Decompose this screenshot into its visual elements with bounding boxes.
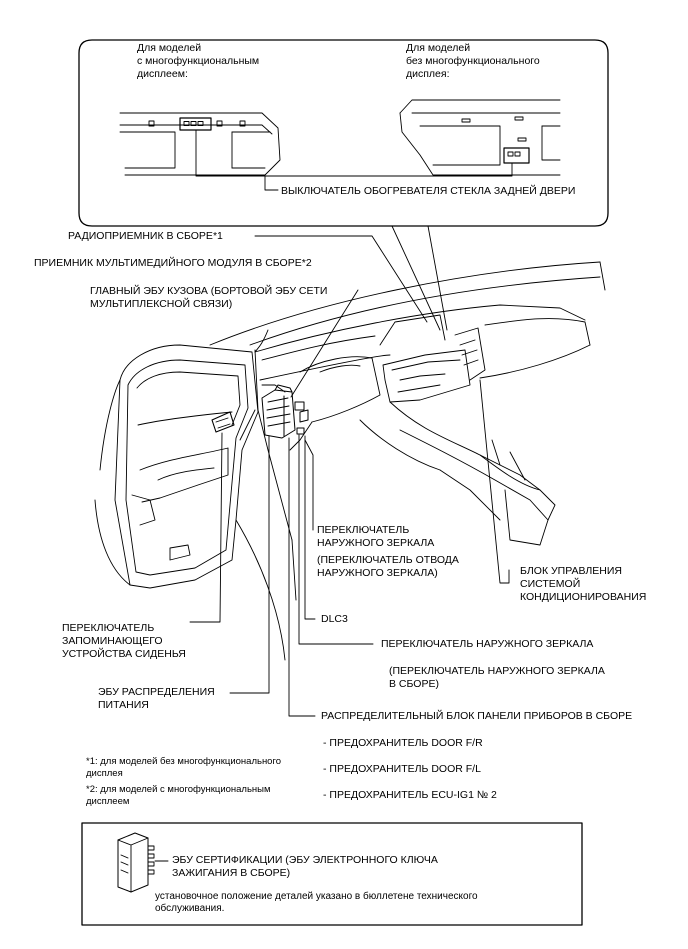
- label-certification-ecu: ЭБУ СЕРТИФИКАЦИИ (ЭБУ ЭЛЕКТРОННОГО КЛЮЧА…: [172, 854, 438, 879]
- floor-lines: [235, 519, 297, 661]
- inset-leaders: [195, 129, 513, 191]
- label-ac-control: БЛОК УПРАВЛЕНИЯ СИСТЕМОЙ КОНДИЦИОНИРОВАН…: [520, 565, 647, 603]
- inset-panel-with-display: [119, 112, 281, 176]
- label-mirror-retract: (ПЕРЕКЛЮЧАТЕЛЬ ОТВОДА НАРУЖНОГО ЗЕРКАЛА): [317, 554, 459, 579]
- label-mirror-switch-assy: (ПЕРЕКЛЮЧАТЕЛЬ НАРУЖНОГО ЗЕРКАЛА В СБОРЕ…: [389, 665, 605, 690]
- label-with-display: Для моделей с многофункциональным диспле…: [137, 42, 260, 80]
- certification-ecu-icon: [117, 832, 155, 893]
- label-radio: РАДИОПРИЕМНИК В СБОРЕ*1: [68, 230, 223, 242]
- label-without-display: Для моделей без многофункционального дис…: [406, 42, 540, 80]
- front-door: [94, 344, 259, 589]
- footnote-2: *2: для моделей с многофункциональным ди…: [86, 784, 271, 807]
- label-mirror-switch-2: ПЕРЕКЛЮЧАТЕЛЬ НАРУЖНОГО ЗЕРКАЛА: [381, 638, 594, 650]
- label-fuse-door-fr: - ПРЕДОХРАНИТЕЛЬ DOOR F/R: [323, 737, 483, 749]
- label-body-ecu: ГЛАВНЫЙ ЭБУ КУЗОВА (БОРТОВОЙ ЭБУ СЕТИ МУ…: [90, 285, 328, 310]
- label-fuse-door-fl: - ПРЕДОХРАНИТЕЛЬ DOOR F/L: [323, 763, 481, 775]
- label-multimedia: ПРИЕМНИК МУЛЬТИМЕДИЙНОГО МОДУЛЯ В СБОРЕ*…: [34, 257, 312, 269]
- inset-box: [78, 39, 609, 227]
- label-location-note: установочное положение деталей указано в…: [155, 891, 478, 914]
- bottom-box: [81, 822, 583, 926]
- footnote-1: *1: для моделей без многофункционального…: [86, 756, 282, 779]
- label-power-distribution-ecu: ЭБУ РАСПРЕДЕЛЕНИЯ ПИТАНИЯ: [98, 686, 215, 711]
- inset-pointer: [391, 225, 448, 331]
- label-mirror-switch: ПЕРЕКЛЮЧАТЕЛЬ НАРУЖНОГО ЗЕРКАЛА: [317, 524, 435, 549]
- label-fuse-ecu-ig1: - ПРЕДОХРАНИТЕЛЬ ECU-IG1 № 2: [323, 789, 497, 801]
- junction-block: [261, 384, 309, 439]
- label-dlc3: DLC3: [321, 613, 348, 625]
- leader-lines: [189, 235, 510, 717]
- label-junction-block: РАСПРЕДЕЛИТЕЛЬНЫЙ БЛОК ПАНЕЛИ ПРИБОРОВ В…: [321, 710, 633, 722]
- inset-panel-without-display: [399, 99, 561, 176]
- label-rear-defogger-switch: ВЫКЛЮЧАТЕЛЬ ОБОГРЕВАТЕЛЯ СТЕКЛА ЗАДНЕЙ Д…: [281, 185, 576, 197]
- vehicle-body: [209, 261, 606, 546]
- label-seat-memory-switch: ПЕРЕКЛЮЧАТЕЛЬ ЗАПОМИНАЮЩЕГО УСТРОЙСТВА С…: [62, 622, 186, 660]
